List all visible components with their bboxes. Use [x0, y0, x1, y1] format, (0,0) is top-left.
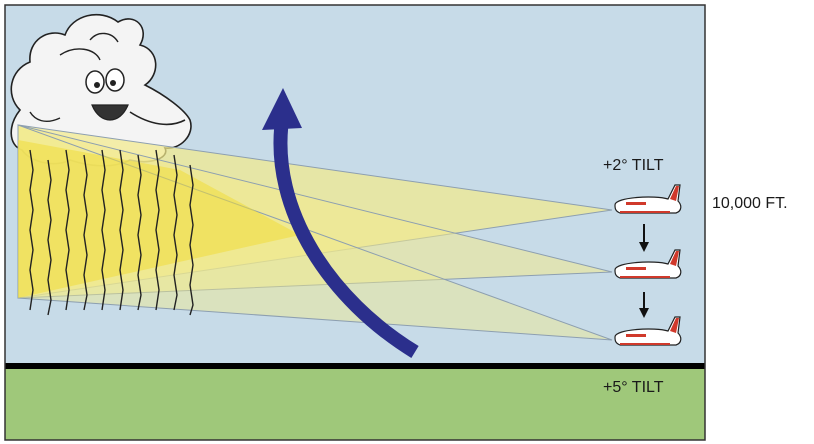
rain-streaks — [29, 149, 194, 316]
down-arrow-icon — [639, 292, 649, 318]
tilt-label-top: +2° TILT — [603, 157, 664, 174]
frame-border — [4, 4, 706, 441]
aircraft-icon — [614, 316, 682, 346]
aircraft-icon — [614, 249, 682, 279]
storm-cloud-icon — [10, 13, 192, 167]
down-arrow-icon — [639, 224, 649, 252]
radar-beams — [17, 124, 613, 341]
aircraft-icon — [614, 184, 682, 214]
tilt-label-bottom: +5° TILT — [603, 379, 664, 396]
beam-overlap — [18, 140, 300, 298]
ground — [5, 368, 705, 440]
altitude-label: 10,000 FT. — [712, 195, 788, 212]
ground-line — [5, 363, 705, 369]
curved-up-arrow-icon — [262, 88, 419, 358]
